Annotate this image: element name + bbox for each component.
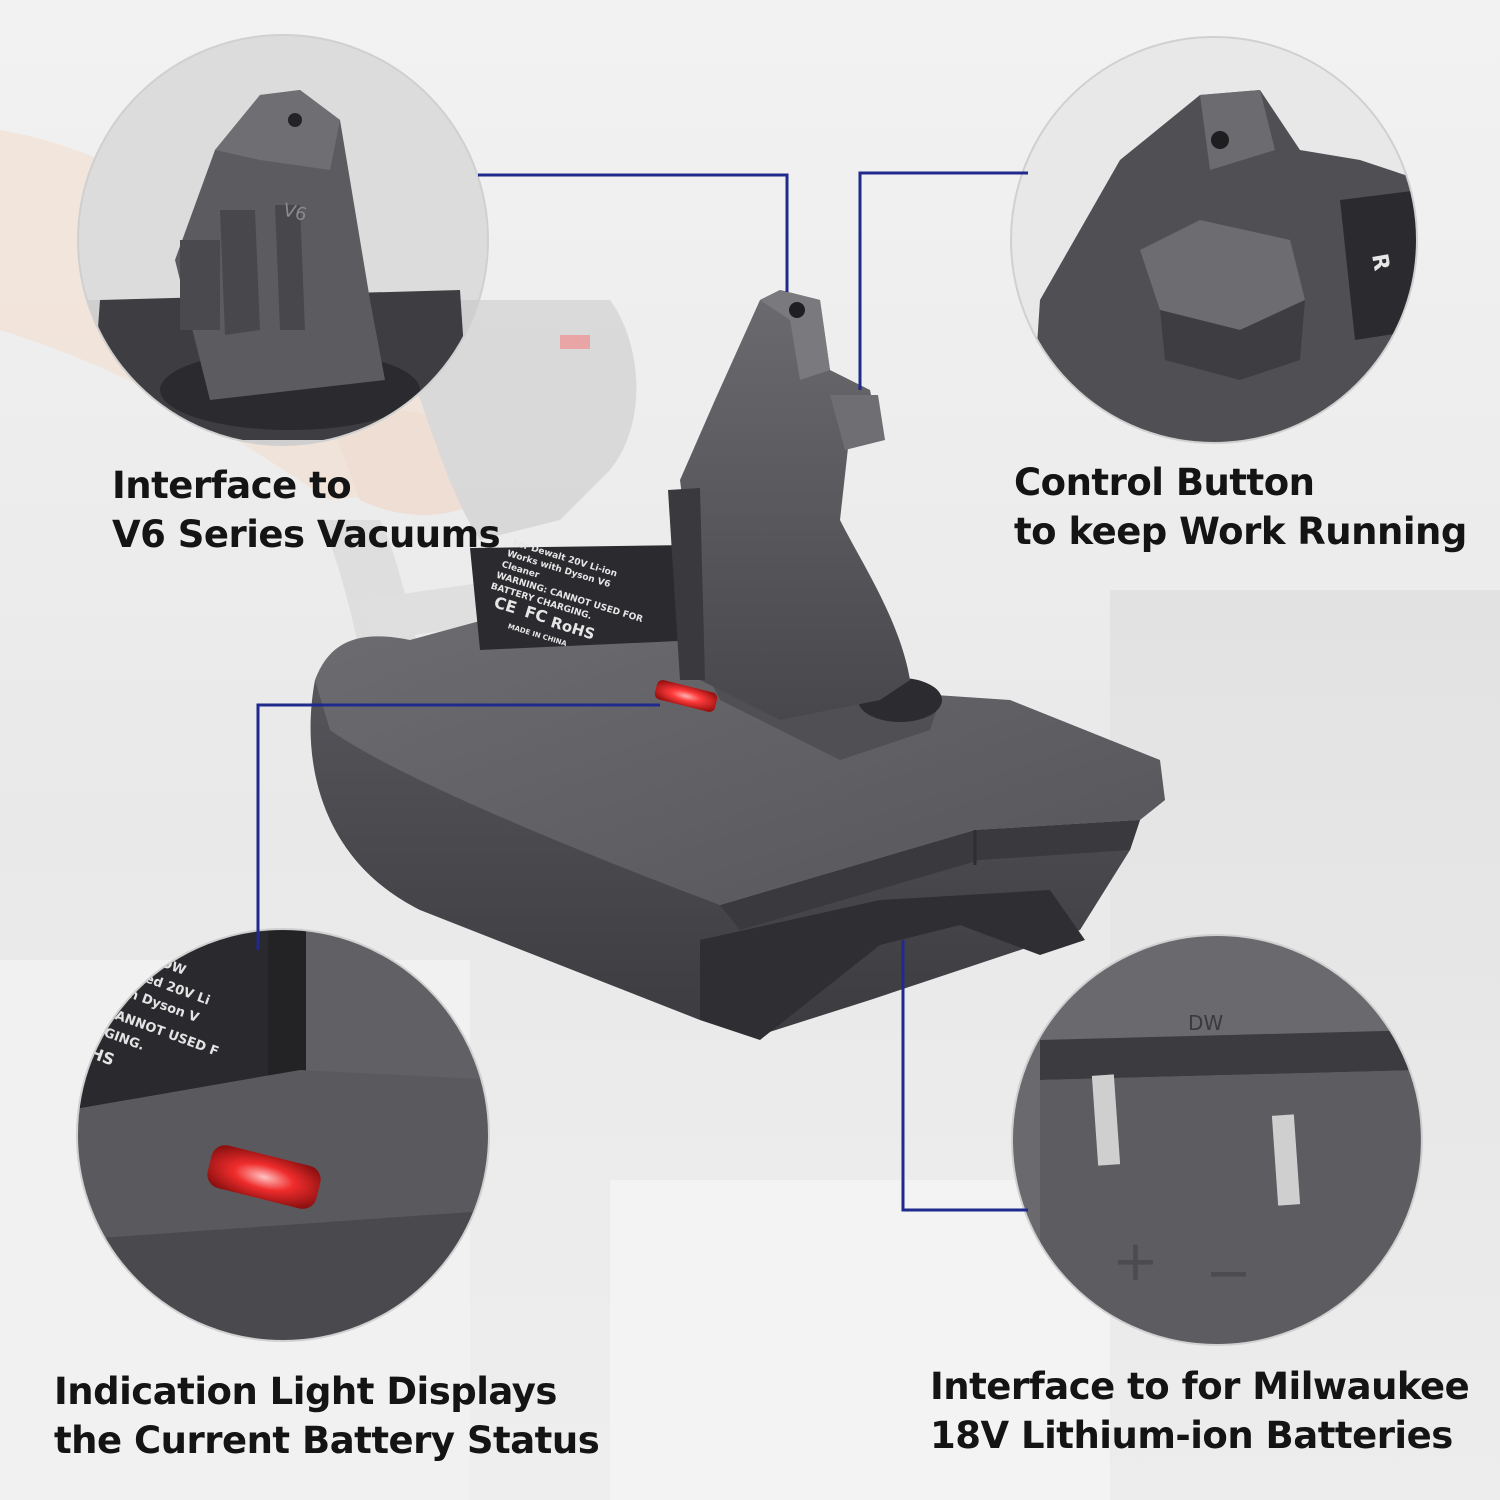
connector-lines: [256, 171, 1028, 1212]
detail-circle-v6-interface-ring: [77, 34, 489, 446]
adapter-base-top: [315, 610, 1165, 905]
status-led: [654, 680, 718, 712]
closeup-status-led: [207, 1145, 321, 1209]
detail-circle-control-button: R: [1011, 37, 1417, 443]
svg-text:R: R: [1366, 252, 1394, 273]
callout-indication-light-line1: Indication Light Displays: [54, 1370, 557, 1413]
callout-indication-light: Indication Light Displays the Current Ba…: [54, 1367, 600, 1465]
detail-circle-control-button-ring: [1010, 36, 1418, 444]
callout-v6-interface: Interface to V6 Series Vacuums: [112, 461, 501, 559]
adapter-tower-slot: [668, 488, 705, 680]
callout-indication-light-line2: the Current Battery Status: [54, 1419, 600, 1462]
connector-line-v6: [478, 173, 789, 292]
battery-terminal-plus: [1091, 1074, 1121, 1166]
adapter-tower-face: [760, 290, 830, 380]
callout-control-button-line1: Control Button: [1014, 461, 1315, 504]
callout-v6-interface-line1: Interface to: [112, 464, 352, 507]
detail-circle-indication-light-ring: [76, 928, 490, 1342]
connector-line-battery: [901, 940, 1028, 1212]
callout-battery-interface-line1: Interface to for Milwaukee: [930, 1365, 1470, 1408]
detail-circle-battery-interface: DW + −: [1012, 935, 1422, 1345]
callout-control-button: Control Button to keep Work Running: [1014, 458, 1467, 556]
connector-line-control: [858, 171, 1028, 390]
adapter-tower: [680, 290, 910, 720]
port-label: DW: [1188, 1011, 1223, 1035]
callout-battery-interface: Interface to for Milwaukee 18V Lithium-i…: [930, 1362, 1470, 1460]
connector-line-light: [256, 703, 660, 950]
detail-circle-battery-interface-ring: [1011, 934, 1423, 1346]
battery-port-face: [1040, 1070, 1420, 1345]
detail-circle-v6-interface: V6: [78, 35, 488, 445]
battery-port-rail: [1040, 1030, 1420, 1080]
terminal-minus-mark: −: [1205, 1241, 1252, 1306]
label-plate: [470, 545, 700, 650]
battery-terminal-minus: [1271, 1114, 1301, 1206]
callout-battery-interface-line2: 18V Lithium-ion Batteries: [930, 1414, 1453, 1457]
background-panel: [610, 1180, 1110, 1500]
callout-control-button-line2: to keep Work Running: [1014, 510, 1467, 553]
adapter-hang-hole: [789, 302, 805, 318]
callout-v6-interface-line2: V6 Series Vacuums: [112, 513, 501, 556]
adapter-control-button: [830, 395, 885, 450]
background-red-trigger: [560, 335, 590, 349]
adapter-product: For Dewalt 20V Li-ion Works with Dyson V…: [310, 290, 1165, 1040]
adapter-underside: [700, 890, 1085, 1040]
adapter-base-lip: [720, 820, 1140, 930]
terminal-plus-mark: +: [1112, 1229, 1159, 1294]
adapter-base-front: [310, 680, 1140, 1035]
detail-circle-indication-light: DW ed 20V Li h Dyson V CANNOT USED F RGI…: [77, 929, 489, 1341]
control-button-cap: [1140, 220, 1305, 330]
